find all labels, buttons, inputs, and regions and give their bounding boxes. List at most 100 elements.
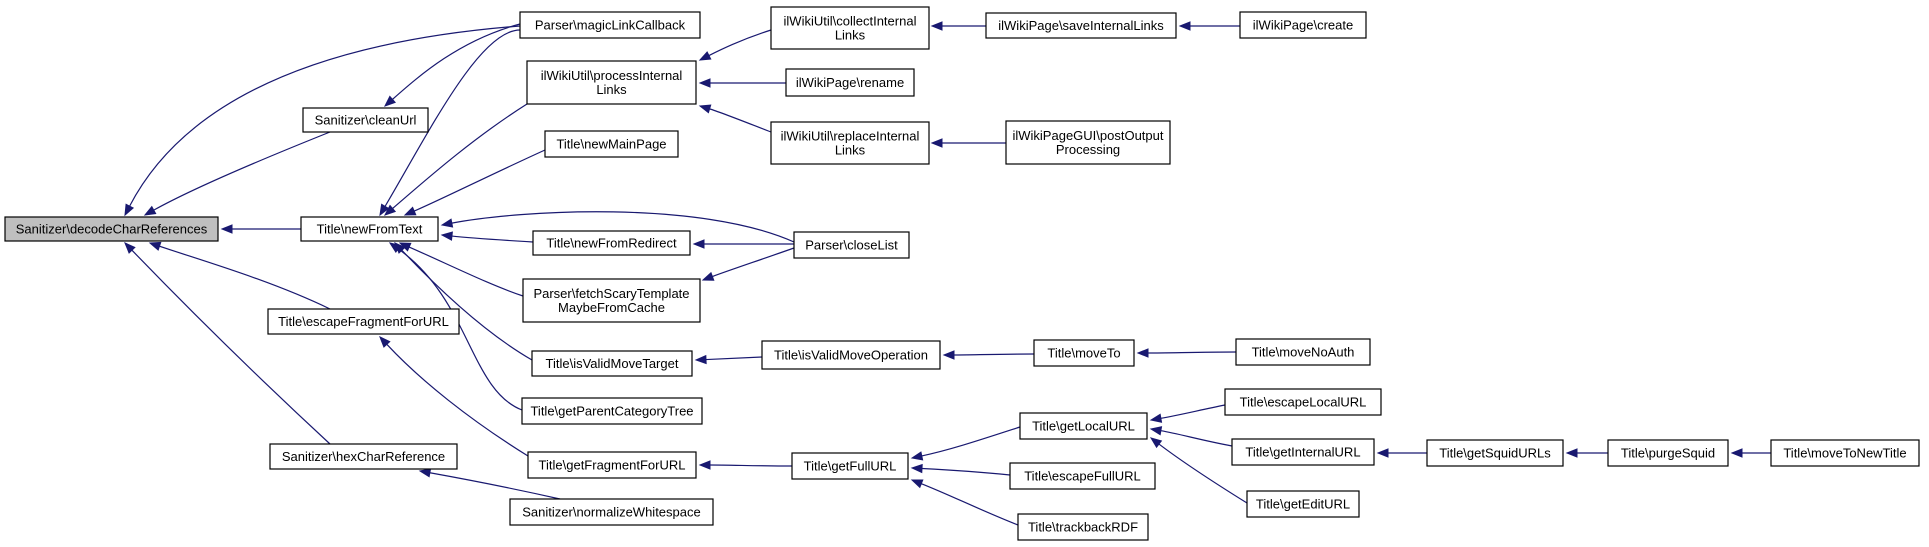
node-label: Title\getInternalURL <box>1245 445 1360 460</box>
node-saveint[interactable]: ilWikiPage\saveInternalLinks <box>985 12 1177 39</box>
arrowhead-create-to-saveint <box>1178 21 1191 31</box>
edge-trackback-to-getfullurl <box>921 483 1019 526</box>
node-box <box>1607 439 1729 467</box>
edge-normws-to-hexchar <box>429 472 561 500</box>
node-label: Sanitizer\normalizeWhitespace <box>522 505 700 520</box>
node-getfrag[interactable]: Title\getFragmentForURL <box>527 451 697 479</box>
node-label: ilWikiPage\create <box>1253 18 1353 33</box>
edge-magic-to-decode <box>129 25 521 207</box>
node-escfrag[interactable]: Title\escapeFragmentForURL <box>267 308 460 335</box>
node-label: Title\isValidMoveTarget <box>546 356 679 371</box>
node-box <box>1426 439 1564 467</box>
node-geteditclurl[interactable]: Title\getEditURL <box>1246 490 1360 518</box>
node-closelist[interactable]: Parser\closeList <box>793 231 910 259</box>
arrowhead-escfrag-to-decode <box>148 241 162 251</box>
node-box <box>1235 338 1371 366</box>
node-getsquidurls[interactable]: Title\getSquidURLs <box>1426 439 1564 467</box>
arrowhead-getlocalurl-to-getfullurl <box>910 451 924 461</box>
node-label: Parser\closeList <box>805 238 898 253</box>
node-label: Title\moveNoAuth <box>1252 345 1355 360</box>
node-box <box>300 216 439 242</box>
node-label: Title\getLocalURL <box>1032 419 1135 434</box>
arrowhead-movetonewtitle-to-purgesquid <box>1730 448 1743 458</box>
node-label: ilWikiUtil\processInternal <box>541 68 683 83</box>
node-newfromtext[interactable]: Title\newFromText <box>300 216 439 242</box>
edge-getlocalurl-to-getfullurl <box>921 426 1021 457</box>
node-moveto[interactable]: Title\moveTo <box>1033 339 1135 367</box>
node-hexchar[interactable]: Sanitizer\hexCharReference <box>269 443 458 470</box>
arrowhead-newfromtext-to-decode <box>220 224 233 234</box>
node-box <box>770 6 930 50</box>
node-getinturl[interactable]: Title\getInternalURL <box>1231 438 1375 466</box>
node-label: ilWikiPage\saveInternalLinks <box>998 18 1164 33</box>
node-label: Sanitizer\hexCharReference <box>282 449 445 464</box>
node-label: Title\moveToNewTitle <box>1783 446 1906 461</box>
node-box <box>1239 11 1367 39</box>
edge-magic-to-newfromtext <box>384 29 521 207</box>
node-label: Parser\magicLinkCallback <box>535 18 686 33</box>
node-box <box>509 498 714 526</box>
node-magic[interactable]: Parser\magicLinkCallback <box>519 11 701 39</box>
node-label: Title\getFullURL <box>804 459 897 474</box>
arrowhead-purgesquid-to-getsquidurls <box>1565 448 1578 458</box>
node-normws[interactable]: Sanitizer\normalizeWhitespace <box>509 498 714 526</box>
edge-validmovetarget-to-newfromtext <box>401 249 533 361</box>
node-box <box>1246 490 1360 518</box>
node-movetonewtitle[interactable]: Title\moveToNewTitle <box>1770 439 1920 467</box>
node-box <box>770 121 930 165</box>
node-box <box>1017 513 1149 541</box>
node-newredirect[interactable]: Title\newFromRedirect <box>532 230 691 256</box>
node-label: MaybeFromCache <box>558 300 665 315</box>
node-label: Parser\fetchScaryTemplate <box>533 286 689 301</box>
edge-getfullurl-to-getfrag <box>709 464 793 467</box>
node-label: Sanitizer\cleanUrl <box>315 113 417 128</box>
node-esclocalurl[interactable]: Title\escapeLocalURL <box>1224 388 1382 416</box>
node-box <box>544 130 679 158</box>
edge-escfullurl-to-getfullurl <box>921 467 1011 476</box>
node-decode[interactable]: Sanitizer\decodeCharReferences <box>4 216 219 242</box>
edge-escfrag-to-decode <box>159 245 331 310</box>
arrowhead-postout-to-replaceint <box>930 138 943 148</box>
node-label: Title\getSquidURLs <box>1439 446 1551 461</box>
arrowhead-cleanurl-to-decode <box>143 205 157 216</box>
edge-cleanurl-to-decode <box>153 131 331 211</box>
arrowhead-collectint-to-procint <box>698 51 712 61</box>
node-box <box>531 350 693 377</box>
arrowhead-parentcat-to-newfromtext <box>388 242 402 253</box>
node-getfullurl[interactable]: Title\getFullURL <box>791 452 909 480</box>
node-getlocalurl[interactable]: Title\getLocalURL <box>1019 412 1148 440</box>
node-rename[interactable]: ilWikiPage\rename <box>785 68 915 97</box>
node-purgesquid[interactable]: Title\purgeSquid <box>1607 439 1729 467</box>
node-label: Title\escapeLocalURL <box>1240 395 1367 410</box>
arrowhead-magic-to-newfromtext <box>379 203 390 217</box>
node-escfullurl[interactable]: Title\escapeFullURL <box>1009 462 1156 490</box>
node-create[interactable]: ilWikiPage\create <box>1239 11 1367 39</box>
node-parentcat[interactable]: Title\getParentCategoryTree <box>521 397 703 425</box>
node-movenoauth[interactable]: Title\moveNoAuth <box>1235 338 1371 366</box>
node-trackback[interactable]: Title\trackbackRDF <box>1017 513 1149 541</box>
edge-parentcat-to-newfromtext <box>397 248 523 411</box>
arrowhead-getfullurl-to-getfrag <box>698 460 711 470</box>
edge-getinturl-to-getlocalurl <box>1160 430 1233 447</box>
node-validmovetarget[interactable]: Title\isValidMoveTarget <box>531 350 693 377</box>
node-cleanurl[interactable]: Sanitizer\cleanUrl <box>302 107 429 133</box>
node-validmoveop[interactable]: Title\isValidMoveOperation <box>761 340 941 370</box>
arrowhead-movenoauth-to-moveto <box>1136 348 1149 358</box>
arrowhead-trackback-to-getfullurl <box>910 479 924 489</box>
node-box <box>985 12 1177 39</box>
node-layer: Sanitizer\decodeCharReferences Parser\mag… <box>4 6 1920 541</box>
arrowhead-closelist-to-newfromtext <box>440 218 454 228</box>
node-box <box>761 340 941 370</box>
arrowhead-geteditclurl-to-getlocalurl <box>1149 437 1163 449</box>
edge-fetchscary-to-newfromtext <box>408 246 524 297</box>
edge-layer <box>124 21 1771 526</box>
node-newmain[interactable]: Title\newMainPage <box>544 130 679 158</box>
node-box <box>1009 462 1156 490</box>
arrowhead-rename-to-procint <box>698 78 711 88</box>
